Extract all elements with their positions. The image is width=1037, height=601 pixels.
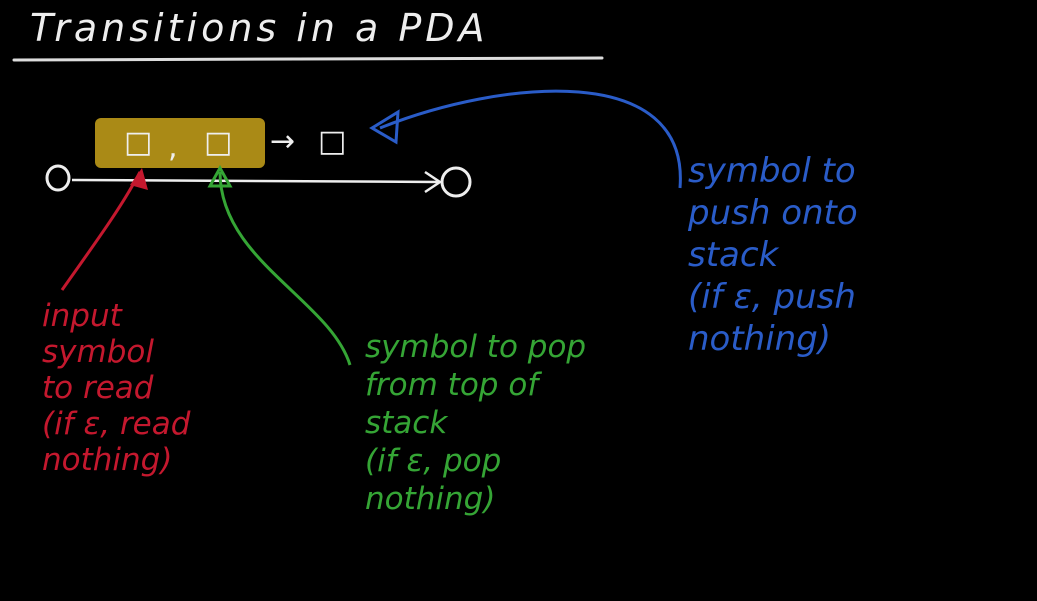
red-arrowhead xyxy=(130,168,148,190)
green-arrowhead xyxy=(207,164,233,188)
blue-arrowhead xyxy=(369,109,400,145)
state-right xyxy=(440,166,472,198)
state-left xyxy=(45,164,71,192)
red-arrow xyxy=(60,171,142,291)
blue-arrow xyxy=(379,89,682,189)
push-arrow: → xyxy=(270,124,296,159)
push-annotation: symbol to push onto stack (if ε, push no… xyxy=(688,151,858,359)
highlight xyxy=(95,118,265,168)
pop-annotation: symbol to pop from top of stack (if ε, p… xyxy=(365,329,587,517)
title-underline xyxy=(12,56,604,62)
pop-symbol-box: □ xyxy=(204,125,233,160)
green-arrow xyxy=(218,171,352,366)
push-symbol-box: □ xyxy=(318,124,347,159)
input-symbol-box: □ xyxy=(124,125,153,160)
input-annotation: input symbol to read (if ε, read nothing… xyxy=(42,298,191,478)
transition-arrowhead xyxy=(424,170,443,194)
title: Transitions in a PDA xyxy=(30,6,489,50)
transition-arrow xyxy=(71,178,441,184)
separator: , xyxy=(168,130,178,165)
